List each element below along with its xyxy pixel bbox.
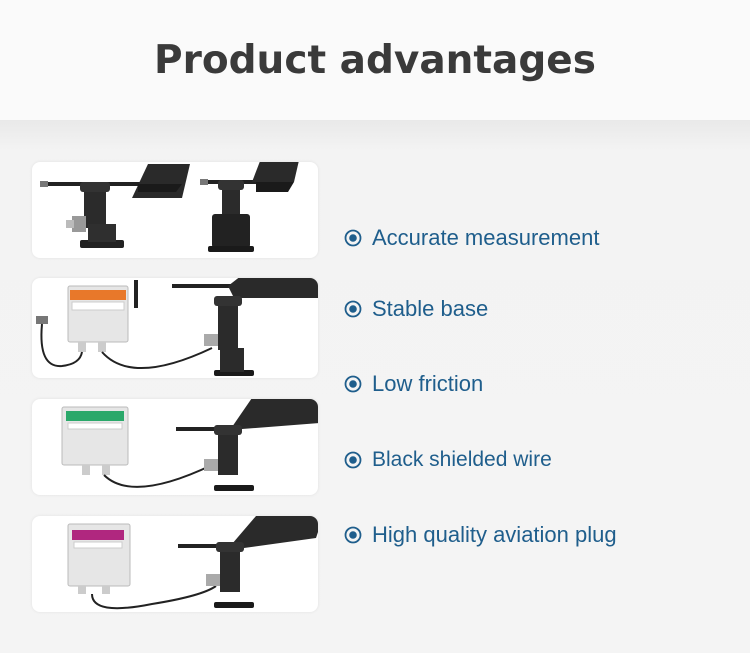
radio-target-icon [344, 375, 362, 393]
radio-target-icon [344, 229, 362, 247]
panel-magenta-transmitter [32, 516, 318, 612]
header: Product advantages [0, 0, 750, 120]
advantage-item: Stable base [344, 296, 488, 322]
radio-target-icon [344, 300, 362, 318]
advantage-item: Accurate measurement [344, 225, 599, 251]
wind-vane-image [40, 162, 299, 252]
advantage-item: Low friction [344, 371, 483, 397]
panel-wind-vanes [32, 162, 318, 258]
advantage-item: Black shielded wire [344, 447, 552, 473]
advantage-label: Stable base [372, 296, 489, 321]
panel-orange-transmitter [32, 278, 318, 378]
orange-transmitter-image [36, 278, 318, 376]
advantage-label: Low friction [372, 371, 484, 396]
advantage-item: High quality aviation plug [344, 522, 617, 548]
radio-target-icon [344, 451, 362, 469]
magenta-transmitter-image [67, 516, 318, 610]
page-title: Product advantages [154, 38, 596, 83]
radio-target-icon [344, 526, 362, 544]
advantage-label: High quality aviation plug [372, 522, 617, 547]
panel-green-transmitter [32, 399, 318, 495]
advantage-label: Black shielded wire [372, 448, 552, 471]
advantage-label: Accurate measurement [372, 225, 600, 250]
green-transmitter-image [61, 399, 318, 491]
